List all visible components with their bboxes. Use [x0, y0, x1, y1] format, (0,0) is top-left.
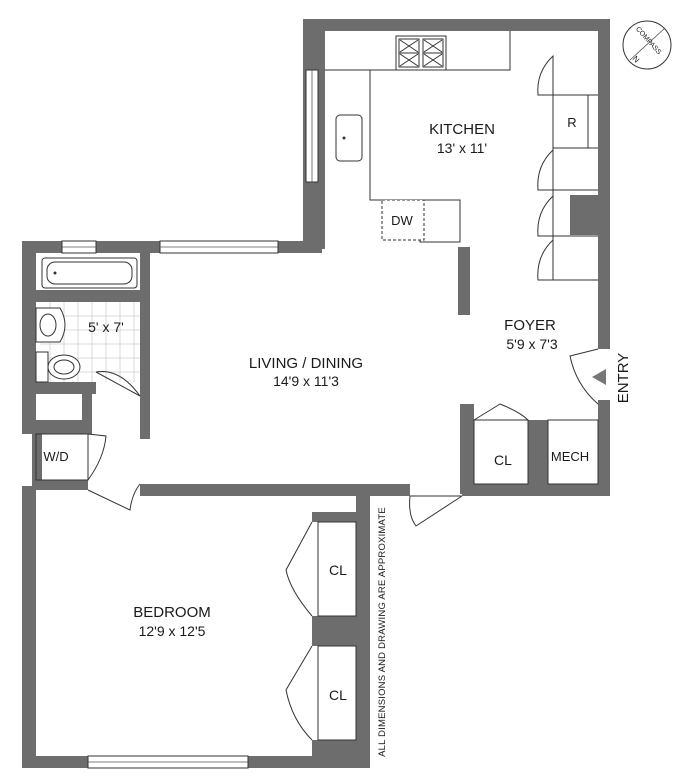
compass-north: N: [631, 54, 642, 64]
living-dims: 14'9 x 11'3: [273, 373, 339, 389]
windows: [61, 69, 319, 769]
refrigerator-icon: [552, 94, 589, 149]
dishwasher-label: DW: [391, 213, 413, 228]
foyer-label: FOYER: [504, 317, 556, 334]
bedroom-closet-label-2: CL: [329, 687, 347, 703]
foyer-dims: 5'9 x 7'3: [506, 336, 557, 352]
mech-label: MECH: [551, 449, 589, 464]
dishwasher-icon: [381, 199, 425, 241]
kitchen-label: KITCHEN: [429, 121, 495, 138]
kitchen-fixtures: [325, 31, 598, 281]
closet-outlines: [35, 419, 599, 741]
kitchen-dims: 13' x 11': [437, 140, 487, 156]
foyer-closet-label: CL: [494, 452, 512, 468]
walls: [22, 19, 610, 768]
doors: [87, 348, 599, 741]
toilet-icon: [35, 351, 81, 383]
washer-dryer-label: W/D: [43, 449, 68, 464]
entry-arrow-icon: [592, 369, 606, 385]
bathtub-icon: [41, 257, 138, 289]
kitchen-sink-icon: [335, 114, 363, 162]
stove-icon: [398, 38, 444, 68]
disclaimer: ALL DIMENSIONS AND DRAWING ARE APPROXIMA…: [377, 507, 388, 757]
refrigerator-label: R: [567, 115, 576, 130]
bath-dims: 5' x 7': [88, 319, 124, 335]
bathroom: [35, 257, 141, 397]
bedroom-label: BEDROOM: [133, 604, 211, 621]
entry-label: ENTRY: [615, 353, 632, 404]
bedroom-dims: 12'9 x 12'5: [139, 623, 206, 639]
living-label: LIVING / DINING: [249, 355, 363, 372]
bedroom-closet-label-1: CL: [329, 562, 347, 578]
compass-icon: COMPASS N: [622, 20, 672, 70]
